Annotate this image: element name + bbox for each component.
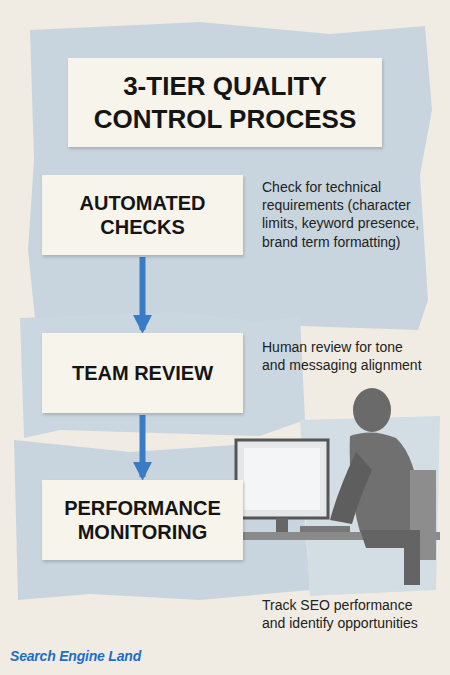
head (353, 388, 391, 432)
box-heading: TEAM REVIEW (62, 353, 223, 393)
flow-arrow (140, 257, 146, 330)
paper-patch (28, 22, 432, 334)
description-text: Track SEO performance and identify oppor… (262, 596, 437, 632)
paper-patch (20, 312, 305, 438)
logo-text: Search Engine Land (10, 648, 210, 664)
keyboard (300, 526, 350, 532)
box-heading: AUTOMATED CHECKS (42, 183, 243, 247)
title-box: 3-TIER QUALITY CONTROL PROCESS (68, 58, 382, 147)
process-box: AUTOMATED CHECKS (42, 175, 243, 255)
person-illustration (226, 388, 440, 585)
monitor-screen (244, 448, 320, 510)
process-box: PERFORMANCE MONITORING (42, 480, 243, 560)
monitor-stand (276, 518, 288, 532)
monitor (236, 440, 328, 518)
description-text: Check for technical requirements (charac… (262, 178, 432, 251)
box-heading: PERFORMANCE MONITORING (42, 488, 243, 552)
process-box: TEAM REVIEW (42, 333, 243, 413)
legs (360, 530, 420, 585)
arm (330, 452, 372, 524)
description-text: Human review for tone and messaging alig… (262, 338, 422, 374)
flow-arrow (140, 415, 146, 477)
